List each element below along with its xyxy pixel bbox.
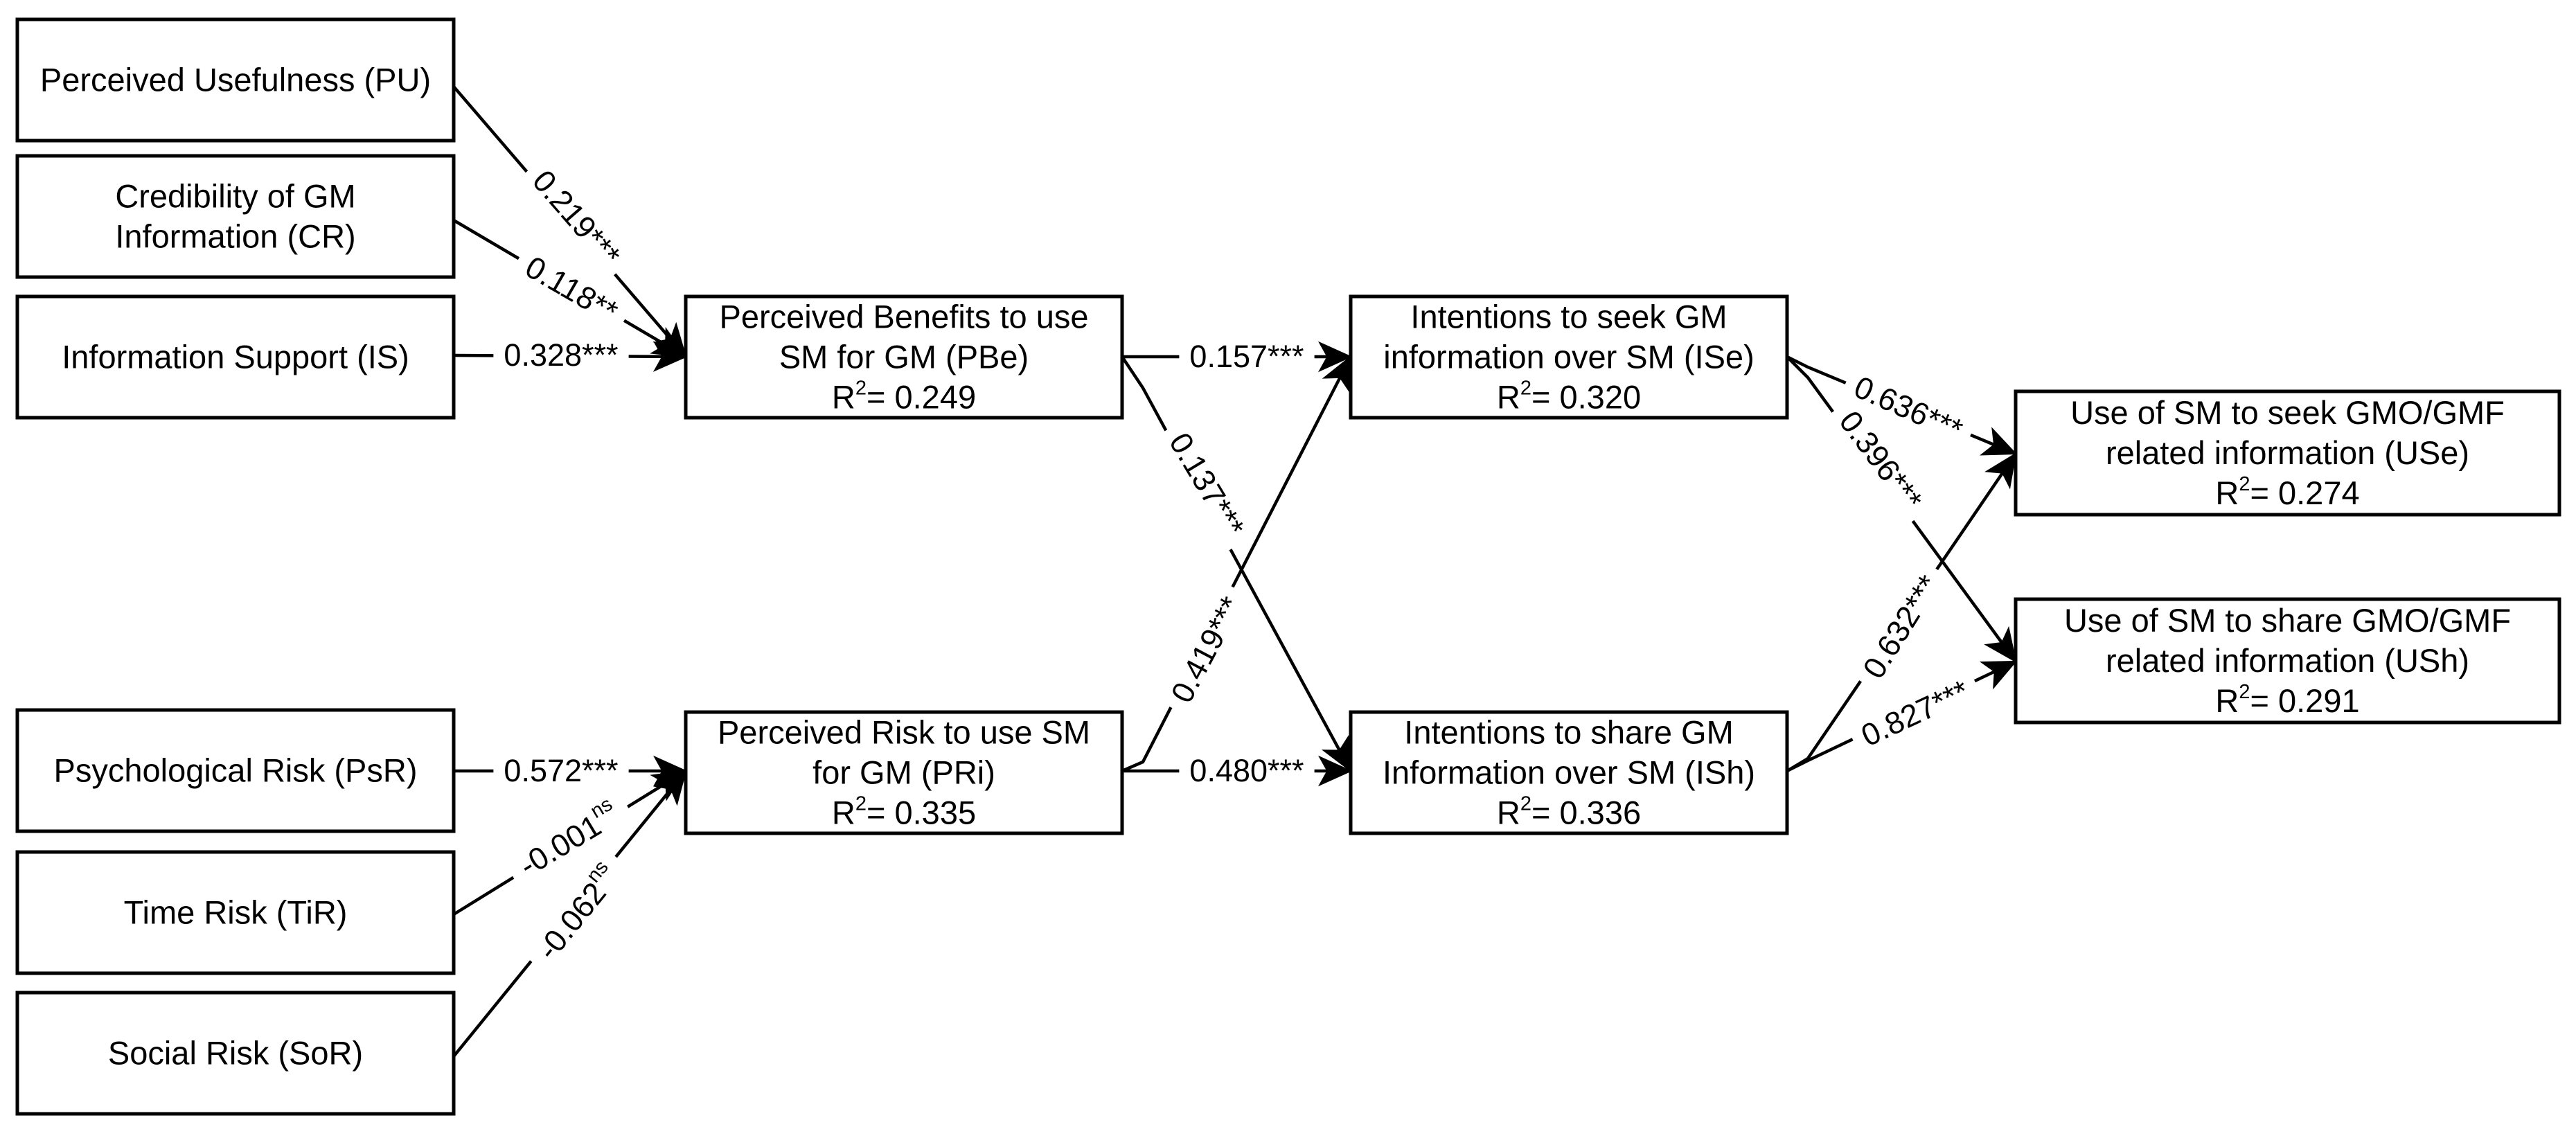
box-ish-frame [1349,710,1789,835]
coef-text-pri-to-ise: 0.419*** [1164,591,1249,709]
coef-bg-pri-to-ish [1179,753,1315,789]
box-ise-line-1: Intentions to seek GM [1410,299,1727,335]
coef-label-psr-to-pri: 0.572*** [493,753,629,789]
box-is-line-1: Information Support (IS) [62,339,409,375]
coef-bg-ise-to-use [1839,364,1978,453]
coef-bg-ise-to-ush [1825,396,1936,526]
arrow-pri-to-ise [1121,355,1353,773]
coef-label-pri-to-ise: 0.419*** [1159,581,1254,718]
box-pbe-r-squared: R2= 0.249 [832,378,976,416]
coef-bg-pri-to-ise [1159,581,1254,718]
box-ush-r-squared: R2= 0.291 [2215,681,2359,719]
box-ish-line-2: Information over SM (ISh) [1383,754,1755,791]
arrow-ise-to-ush [1786,355,2017,663]
box-psr-line-1: Psychological Risk (PsR) [54,752,418,789]
box-pri-line-1: Perceived Risk to use SM [718,714,1090,751]
coef-text-pbe-to-ish: 0.137*** [1162,427,1252,543]
box-is: Information Support (IS) [15,294,456,420]
coef-label-ish-to-use: 0.632*** [1850,560,1953,694]
box-ish-r-squared: R2= 0.336 [1497,793,1641,831]
box-tir: Time Risk (TiR) [15,850,456,975]
box-ise: Intentions to seek GM information over SM… [1349,294,1789,420]
box-tir-line-1: Time Risk (TiR) [124,894,348,931]
coef-label-pri-to-ish: 0.480*** [1179,753,1315,789]
box-ise-r-squared: R2= 0.320 [1497,378,1641,416]
box-sor-frame [15,991,456,1116]
coef-bg-pu-to-pbe [518,155,634,281]
box-pri-line-2: for GM (PRi) [812,754,995,791]
box-psr: Psychological Risk (PsR) [15,708,456,833]
coef-bg-pbe-to-ish [1156,417,1257,553]
box-pbe: Perceived Benefits to use SM for GM (PBe)… [684,294,1124,420]
coef-bg-pbe-to-ise [1179,339,1315,375]
box-is-frame [15,294,456,420]
box-pu-frame [15,17,456,143]
box-pri-frame [684,710,1124,835]
box-use-r-squared: R2= 0.274 [2215,473,2359,511]
box-use-line-2: related information (USe) [2106,434,2469,471]
coef-text-pri-to-ish: 0.480*** [1189,753,1304,788]
coef-bg-sor-to-pri [522,849,635,977]
box-ush-frame [2014,597,2561,725]
coef-text-psr-to-pri: 0.572*** [504,753,618,788]
box-cr-line-2: Information (CR) [115,218,355,255]
box-ise-frame [1349,294,1789,420]
coef-bg-ish-to-use [1850,560,1953,694]
path-arrows [452,85,2018,1058]
box-pu: Perceived Usefulness (PU) [15,17,456,143]
coef-text-is-to-pbe: 0.328*** [504,337,618,373]
coef-bg-is-to-pbe [493,337,629,373]
box-sor: Social Risk (SoR) [15,991,456,1116]
box-pbe-line-2: SM for GM (PBe) [779,339,1029,375]
coef-bg-ish-to-ush [1846,668,1984,758]
coef-bg-psr-to-pri [493,753,629,789]
box-ise-line-2: information over SM (ISe) [1383,339,1754,375]
box-tir-frame [15,850,456,975]
box-cr-frame [15,154,456,279]
box-ush-line-2: related information (USh) [2106,642,2469,679]
box-ish-line-1: Intentions to share GM [1404,714,1733,751]
coef-label-is-to-pbe: 0.328*** [493,337,629,373]
box-use-line-1: Use of SM to seek GMO/GMF [2070,394,2505,431]
construct-boxes: Perceived Usefulness (PU) Credibility of … [15,17,2561,1116]
box-pbe-line-1: Perceived Benefits to use [720,299,1089,335]
box-psr-frame [15,708,456,833]
box-use-frame [2014,389,2561,517]
box-pri-r-squared: R2= 0.335 [832,793,976,831]
box-pu-line-1: Perceived Usefulness (PU) [40,62,431,98]
coef-label-pbe-to-ish: 0.137*** [1156,417,1257,553]
coef-label-pbe-to-ise: 0.157*** [1179,339,1315,375]
coef-bg-tir-to-pri [502,790,637,891]
coef-text-ish-to-use: 0.632*** [1856,569,1946,684]
box-cr-line-1: Credibility of GM [115,178,355,215]
arrow-pbe-to-ish [1121,355,1352,773]
coef-bg-cr-to-pbe [509,243,634,336]
box-pbe-frame [684,294,1124,420]
coef-text-pbe-to-ise: 0.157*** [1189,339,1304,374]
box-ush-line-1: Use of SM to share GMO/GMF [2064,602,2511,639]
box-sor-line-1: Social Risk (SoR) [108,1035,363,1072]
